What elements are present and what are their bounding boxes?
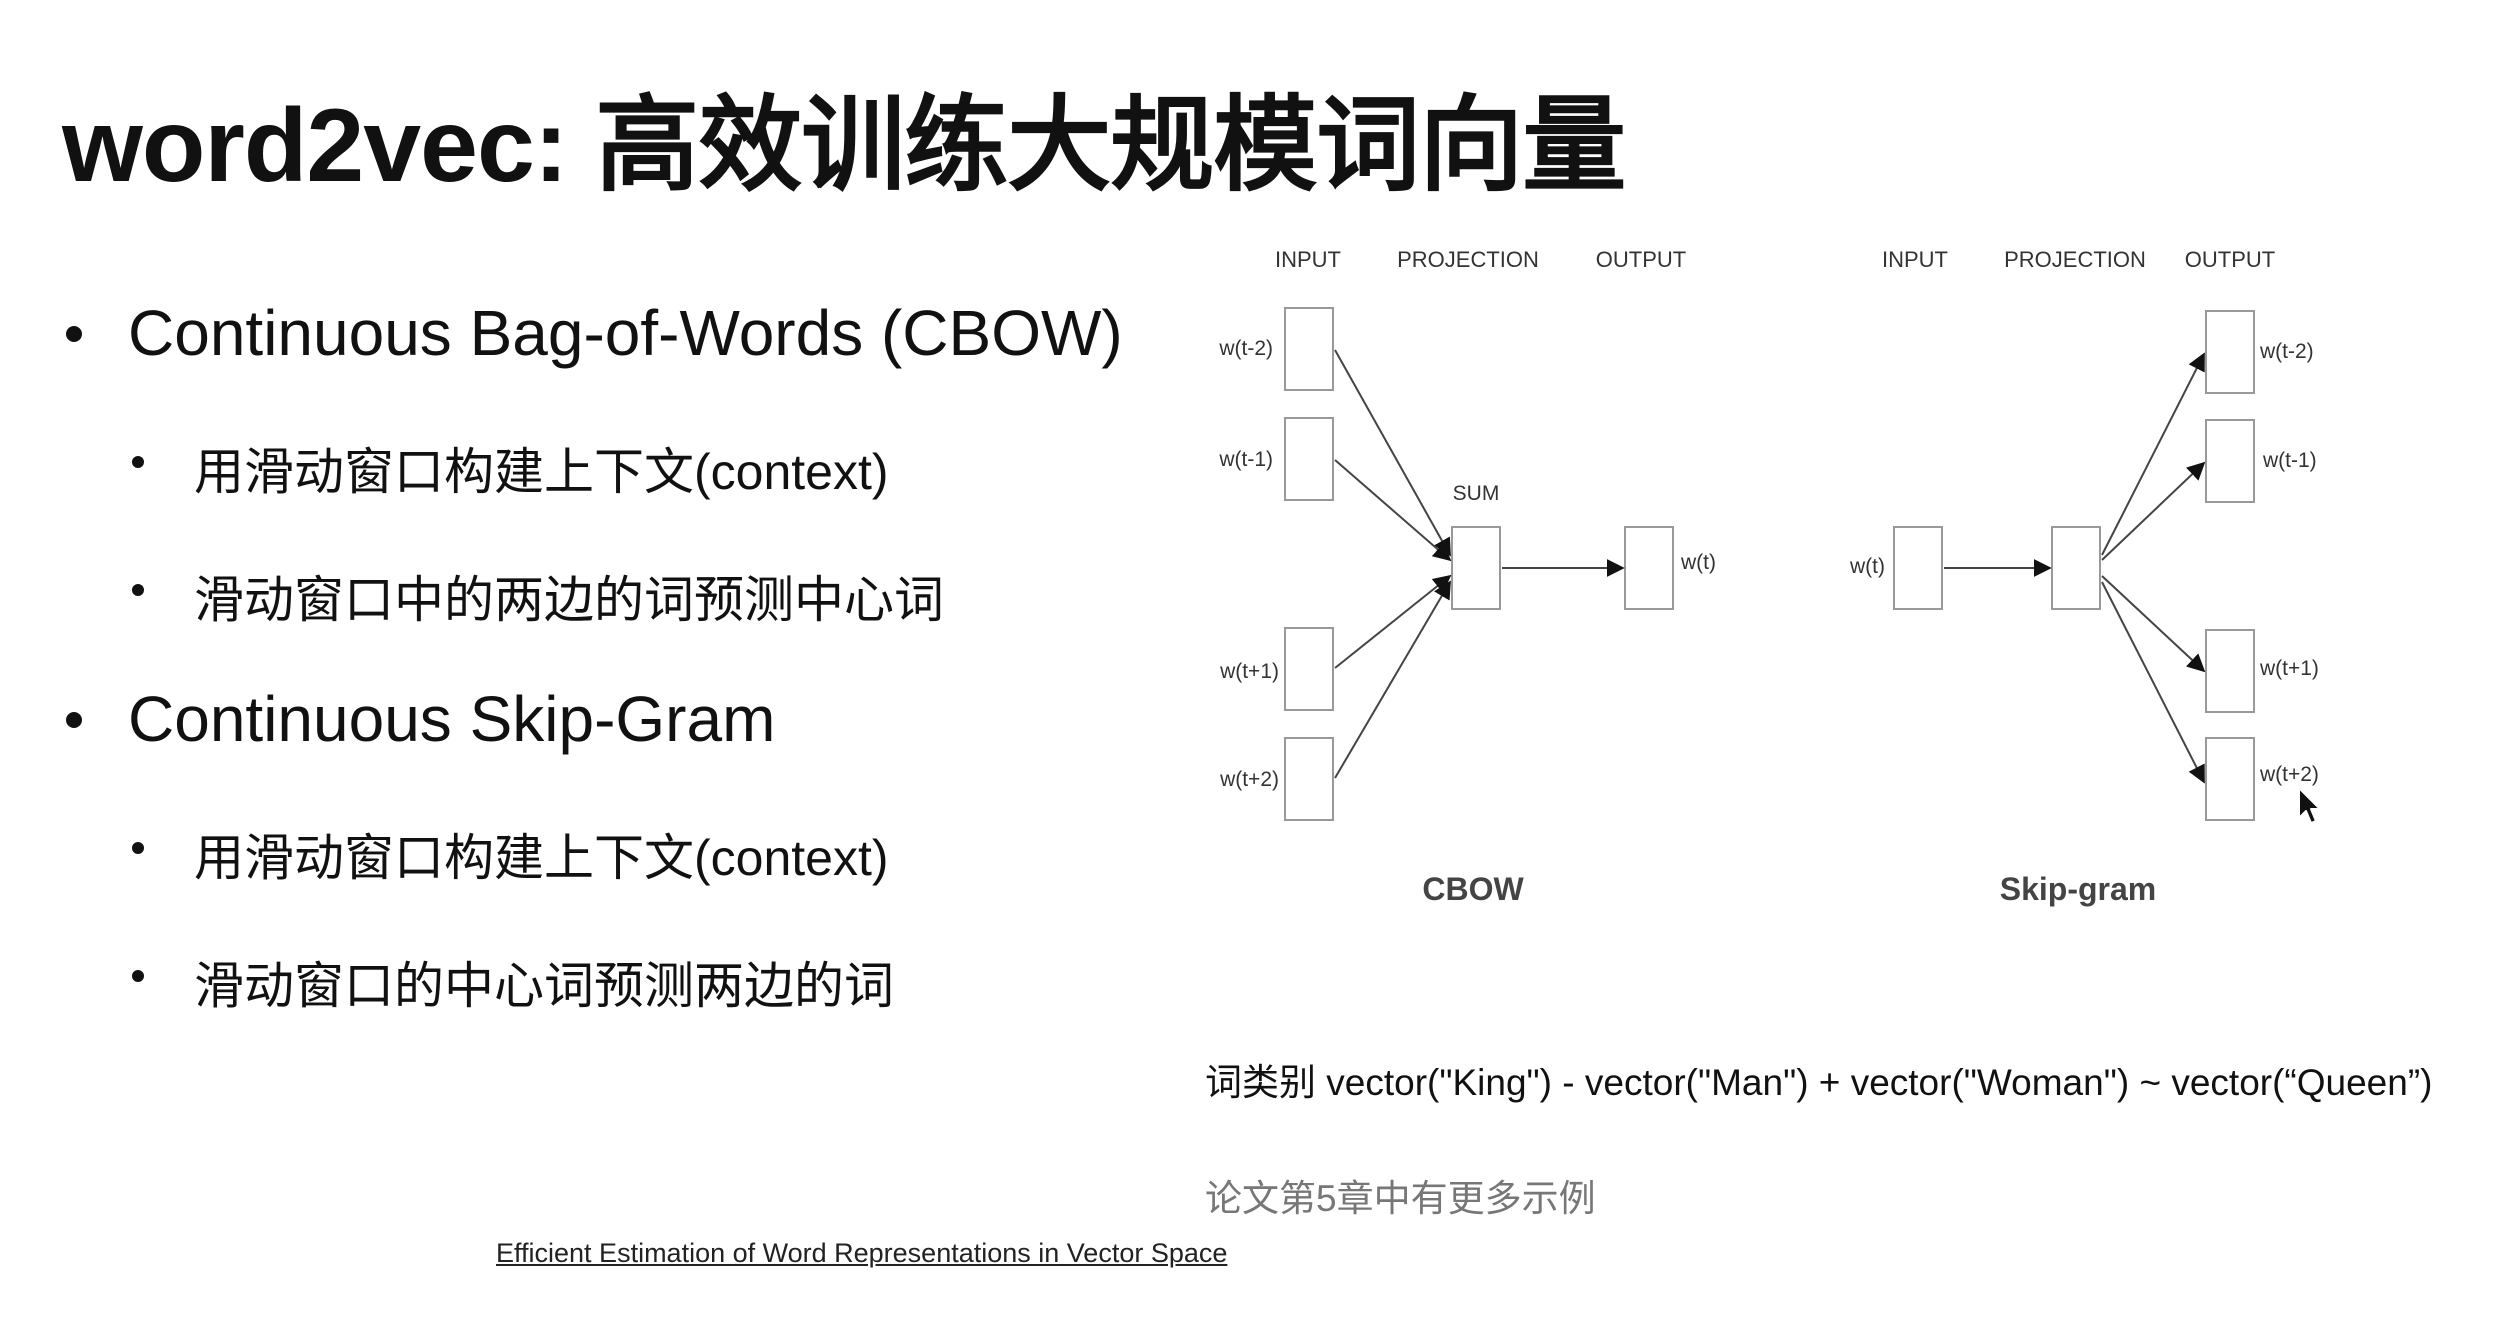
sub-bullet-cbow-context: 用滑动窗口构建上下文(context) (132, 432, 889, 504)
bullet-text: 用滑动窗口构建上下文(context) (194, 444, 889, 500)
skipgram-output-label: w(t-2) (2259, 340, 2314, 363)
skipgram-arrow (2101, 461, 2206, 561)
sub-bullet-skipgram-predict: 滑动窗口的中心词预测两边的词 (132, 946, 894, 1018)
bullet-text: Continuous Bag-of-Words (CBOW) (128, 297, 1123, 369)
sub-bullet-cbow-predict: 滑动窗口中的两边的词预测中心词 (132, 560, 944, 632)
bullet-text: 滑动窗口中的两边的词预测中心词 (194, 572, 944, 628)
skipgram-output-box (2205, 310, 2255, 394)
skipgram-output-box (2205, 737, 2255, 821)
bullet-skipgram: Continuous Skip-Gram (66, 682, 776, 756)
cbow-projection-box (1451, 526, 1501, 610)
cbow-input-label: w(t+1) (1219, 660, 1279, 683)
skipgram-output-label: w(t+1) (2259, 657, 2319, 680)
cbow-input-label: w(t-2) (1218, 337, 1273, 360)
cbow-output-header: OUTPUT (1596, 247, 1686, 272)
bullet-text: Continuous Skip-Gram (128, 683, 776, 755)
skipgram-projection-box (2051, 526, 2101, 610)
cbow-arrow (1334, 349, 1451, 557)
mouse-cursor-icon (2298, 787, 2321, 824)
skipgram-output-label: w(t-1) (2262, 449, 2317, 472)
cbow-arrow (1334, 580, 1451, 779)
skipgram-output-box (2205, 629, 2255, 713)
bullet-cbow: Continuous Bag-of-Words (CBOW) (66, 296, 1123, 370)
bullet-text: 滑动窗口的中心词预测两边的词 (194, 958, 894, 1014)
skipgram-input-header: INPUT (1882, 247, 1948, 272)
bullet-dot-icon (132, 970, 144, 982)
skipgram-arrow (2101, 581, 2205, 784)
cbow-projection-header: PROJECTION (1397, 247, 1539, 272)
cbow-caption: CBOW (1422, 871, 1524, 907)
paper-link[interactable]: Efficient Estimation of Word Representat… (496, 1238, 1228, 1268)
skipgram-arrow (2101, 575, 2206, 673)
bullet-dot-icon (132, 584, 144, 596)
cbow-output-label: w(t) (1680, 551, 1716, 574)
cbow-arrow (1334, 459, 1452, 562)
slide-title: word2vec: 高效训练大规模词向量 (62, 88, 1626, 204)
cbow-input-label: w(t+2) (1219, 768, 1279, 791)
cbow-arrow (1334, 574, 1452, 669)
skipgram-arrow (2101, 352, 2205, 556)
more-examples-note: 论文第5章中有更多示例 (1205, 1178, 1596, 1219)
sub-bullet-skipgram-context: 用滑动窗口构建上下文(context) (132, 818, 889, 890)
skipgram-input-label: w(t) (1849, 555, 1885, 578)
cbow-output-box (1624, 526, 1674, 610)
word2vec-architecture-diagram: INPUT PROJECTION OUTPUT w(t-2) w(t-1) w(… (1218, 247, 2319, 907)
skipgram-projection-header: PROJECTION (2004, 247, 2146, 272)
cbow-input-box (1284, 627, 1334, 711)
bullet-dot-icon (132, 456, 144, 468)
cbow-input-label: w(t-1) (1218, 448, 1273, 471)
skipgram-caption: Skip-gram (2000, 871, 2156, 907)
cbow-input-box (1284, 307, 1334, 391)
bullet-dot-icon (132, 842, 144, 854)
cbow-input-box (1284, 737, 1334, 821)
bullet-dot-icon (66, 712, 82, 728)
cbow-diagram: INPUT PROJECTION OUTPUT w(t-2) w(t-1) w(… (1218, 247, 1716, 907)
bullet-text: 用滑动窗口构建上下文(context) (194, 830, 889, 886)
bullet-dot-icon (66, 326, 82, 342)
skipgram-diagram: INPUT PROJECTION OUTPUT w(t) w(t-2) w(t-… (1849, 247, 2319, 907)
cbow-input-header: INPUT (1275, 247, 1341, 272)
word-analogy-example: 词类别 vector("King") - vector("Man") + vec… (1205, 1062, 2433, 1103)
cbow-input-box (1284, 417, 1334, 501)
cbow-sum-label: SUM (1453, 482, 1500, 505)
skipgram-output-header: OUTPUT (2185, 247, 2275, 272)
skipgram-input-box (1893, 526, 1943, 610)
skipgram-output-label: w(t+2) (2259, 763, 2319, 786)
skipgram-output-box (2205, 419, 2255, 503)
